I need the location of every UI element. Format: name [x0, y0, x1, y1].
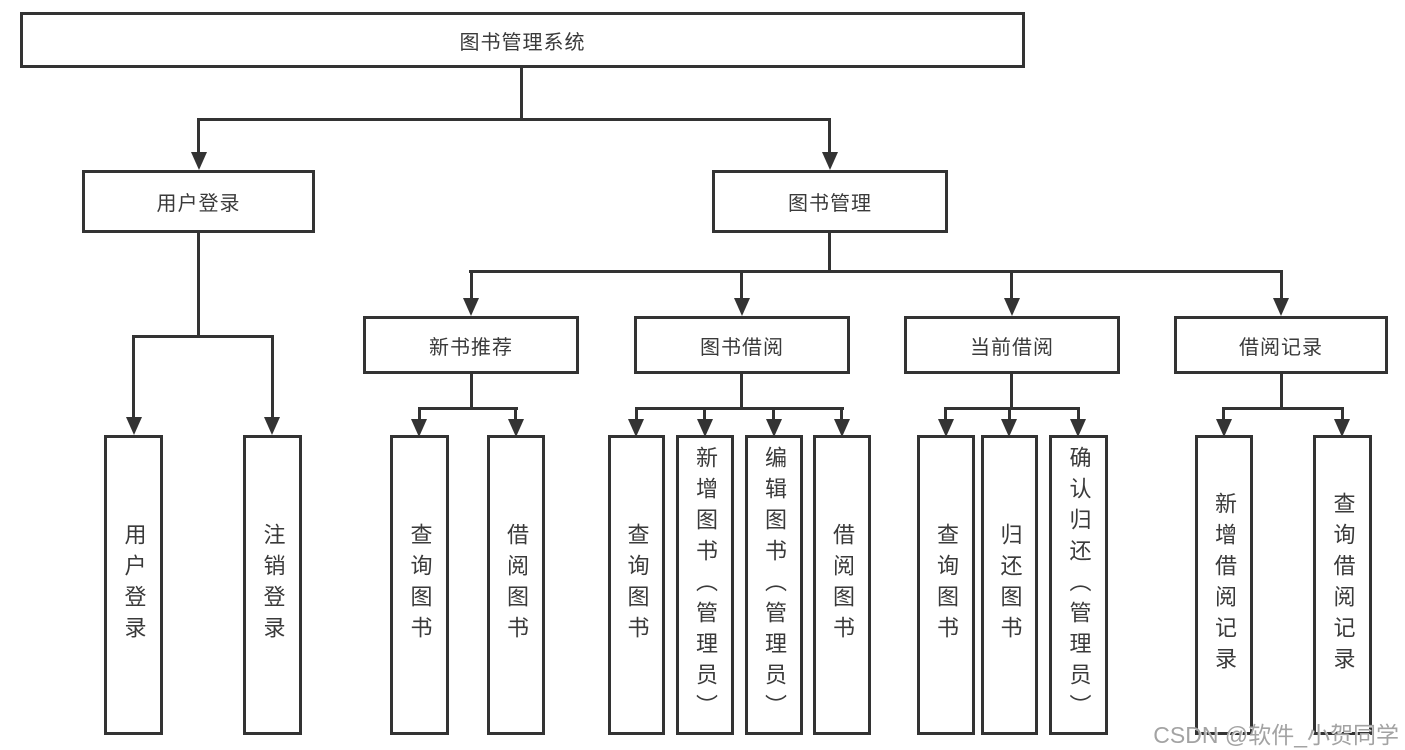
leaf-confirm-return-admin: 确认归还（管理员） — [1049, 435, 1108, 735]
connector-line — [1010, 374, 1013, 410]
leaf-add-book-admin-label: 新增图书（管理员） — [693, 445, 718, 725]
leaf-query-borrow-record: 查询借阅记录 — [1313, 435, 1372, 735]
connector-line — [1280, 374, 1283, 410]
arrow-down-icon — [191, 152, 207, 170]
connector-line — [271, 338, 274, 418]
node-current-borrow: 当前借阅 — [904, 316, 1120, 374]
leaf-query-book-recommend-label: 查询图书 — [407, 523, 433, 647]
arrow-down-icon — [1001, 419, 1017, 437]
connector-line — [197, 118, 831, 121]
connector-line — [703, 410, 706, 421]
leaf-user-login: 用户登录 — [104, 435, 163, 735]
connector-line — [828, 233, 831, 273]
leaf-add-borrow-record: 新增借阅记录 — [1195, 435, 1253, 735]
connector-line — [197, 118, 200, 153]
connector-line — [635, 410, 638, 421]
connector-line — [197, 233, 200, 338]
node-book-management: 图书管理 — [712, 170, 948, 233]
connector-line — [635, 407, 844, 410]
connector-line — [740, 273, 743, 299]
leaf-query-book-borrow: 查询图书 — [608, 435, 665, 735]
leaf-borrow-book-recommend: 借阅图书 — [487, 435, 545, 735]
connector-line — [1008, 410, 1011, 421]
leaf-return-book-label: 归还图书 — [997, 523, 1023, 647]
leaf-query-book-borrow-label: 查询图书 — [624, 523, 650, 647]
arrow-down-icon — [822, 152, 838, 170]
csdn-watermark: CSDN @软件_小贺同学 — [1153, 722, 1399, 748]
arrow-down-icon — [766, 419, 782, 437]
connector-line — [944, 410, 947, 421]
leaf-query-book-recommend: 查询图书 — [390, 435, 449, 735]
arrow-down-icon — [628, 419, 644, 437]
leaf-user-login-label: 用户登录 — [121, 523, 147, 647]
leaf-query-book-current: 查询图书 — [917, 435, 975, 735]
connector-line — [1222, 410, 1225, 421]
connector-line — [1280, 273, 1283, 299]
connector-line — [740, 374, 743, 410]
leaf-borrow-book: 借阅图书 — [813, 435, 871, 735]
node-system-root: 图书管理系统 — [20, 12, 1025, 68]
arrow-down-icon — [1004, 298, 1020, 316]
node-user-login: 用户登录 — [82, 170, 315, 233]
leaf-return-book: 归还图书 — [981, 435, 1038, 735]
arrow-down-icon — [1070, 419, 1086, 437]
arrow-down-icon — [697, 419, 713, 437]
arrow-down-icon — [938, 419, 954, 437]
connector-line — [772, 410, 775, 421]
arrow-down-icon — [411, 419, 427, 437]
node-book-borrow-label: 图书借阅 — [700, 336, 784, 359]
connector-line — [1341, 410, 1344, 421]
leaf-borrow-book-label: 借阅图书 — [830, 523, 855, 647]
connector-line — [944, 407, 1080, 410]
connector-line — [132, 338, 135, 418]
leaf-add-borrow-record-label: 新增借阅记录 — [1212, 492, 1237, 678]
leaf-borrow-book-recommend-label: 借阅图书 — [504, 523, 529, 647]
connector-line — [470, 273, 473, 299]
arrow-down-icon — [463, 298, 479, 316]
connector-line — [132, 335, 274, 338]
leaf-query-book-current-label: 查询图书 — [934, 523, 959, 647]
connector-line — [470, 374, 473, 410]
node-user-login-label: 用户登录 — [156, 193, 241, 215]
arrow-down-icon — [1216, 419, 1232, 437]
connector-line — [1010, 273, 1013, 299]
connector-line — [828, 118, 831, 153]
arrow-down-icon — [1334, 419, 1350, 437]
connector-line — [840, 410, 843, 421]
leaf-edit-book-admin-label: 编辑图书（管理员） — [762, 445, 787, 725]
node-new-book-recommend: 新书推荐 — [363, 316, 579, 374]
leaf-confirm-return-admin-label: 确认归还（管理员） — [1066, 445, 1092, 725]
node-borrow-record: 借阅记录 — [1174, 316, 1388, 374]
arrow-down-icon — [834, 419, 850, 437]
arrow-down-icon — [508, 419, 524, 437]
connector-line — [418, 407, 518, 410]
node-new-book-recommend-label: 新书推荐 — [429, 336, 513, 359]
arrow-down-icon — [126, 417, 142, 435]
arrow-down-icon — [264, 417, 280, 435]
node-book-management-label: 图书管理 — [788, 193, 872, 215]
leaf-logout-label: 注销登录 — [260, 523, 286, 647]
arrow-down-icon — [734, 298, 750, 316]
leaf-edit-book-admin: 编辑图书（管理员） — [745, 435, 803, 735]
connector-line — [520, 68, 523, 118]
connector-line — [418, 410, 421, 421]
leaf-logout: 注销登录 — [243, 435, 302, 735]
leaf-query-borrow-record-label: 查询借阅记录 — [1330, 492, 1356, 678]
connector-line — [1077, 410, 1080, 421]
arrow-down-icon — [1273, 298, 1289, 316]
leaf-add-book-admin: 新增图书（管理员） — [676, 435, 734, 735]
connector-line — [514, 410, 517, 421]
node-borrow-record-label: 借阅记录 — [1239, 336, 1323, 359]
node-book-borrow: 图书借阅 — [634, 316, 850, 374]
connector-line — [1222, 407, 1344, 410]
connector-line — [469, 270, 1283, 273]
node-current-borrow-label: 当前借阅 — [970, 336, 1054, 359]
node-system-root-label: 图书管理系统 — [459, 31, 586, 54]
